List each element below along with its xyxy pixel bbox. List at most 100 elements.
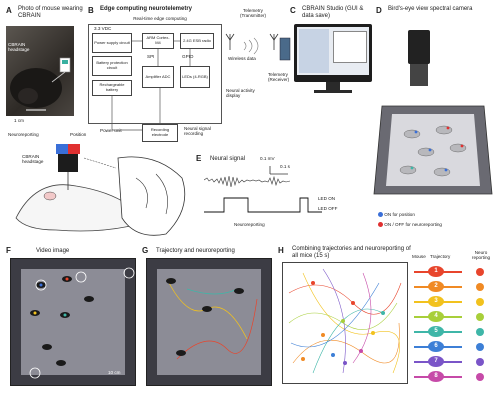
panel-c-label: C xyxy=(290,6,296,15)
power-unit-label: Power unit xyxy=(100,128,122,133)
mouse-key-row: 1 xyxy=(414,266,496,278)
mouse-neuroreporting-dot xyxy=(476,358,484,366)
legend-item-position: ON for position xyxy=(378,212,415,218)
panel-g-label: G xyxy=(142,246,149,255)
mouse-key-row: 7 xyxy=(414,356,496,368)
panel-b-title: Edge computing neurotelemetry xyxy=(100,6,193,12)
mouse-number-badge: 3 xyxy=(428,296,444,307)
mouse-number-badge: 5 xyxy=(428,326,444,337)
mouse-photo xyxy=(6,26,74,116)
gpio-label: GPIO xyxy=(182,54,194,59)
trajectory-arena xyxy=(146,258,272,386)
mouse-photo-graphic xyxy=(10,57,71,111)
telemetry-tx-label: Telemetry (Transmitter) xyxy=(239,8,267,19)
panel-h-title: Combining trajectories and neuroreportin… xyxy=(292,246,411,259)
circuit-frame xyxy=(88,24,222,124)
battery-protection-box: Battery protection circuit xyxy=(92,56,132,76)
legend-text-neuroreporting: ON / OFF for neuroreporting xyxy=(384,222,442,227)
panel-d-label: D xyxy=(376,6,382,15)
legend-dot-position xyxy=(378,212,383,218)
video-scale-label: 10 cm xyxy=(108,370,121,375)
wireless-data-label: Wireless data xyxy=(228,56,256,61)
panel-g-title: Trajectory and neuroreporting xyxy=(156,248,235,254)
panel-b-label: B xyxy=(88,6,94,15)
neural-activity-display-label: Neural activity display xyxy=(226,88,255,99)
col-trajectory-header: Trajectory xyxy=(430,254,451,259)
mouse-number-badge: 1 xyxy=(428,266,444,277)
led-on-label: LED ON xyxy=(318,196,336,201)
edge-computing-subtitle: Real-time edge computing xyxy=(133,16,187,21)
neural-signal-plot xyxy=(204,166,322,213)
trajectory-overlay xyxy=(166,278,258,360)
camera-lens xyxy=(410,64,428,86)
video-mice xyxy=(29,267,135,379)
power-supply-box: Power supply circuit xyxy=(92,33,132,53)
radio-box: 2.4G ESB radio xyxy=(180,33,214,49)
gui-screen xyxy=(297,27,369,75)
recording-electrode-box: Recording electrode xyxy=(142,124,178,142)
neural-signal-recording-label: Neural signal recording xyxy=(184,126,211,137)
mouse-neuroreporting-dot xyxy=(476,298,484,306)
scale-mv-label: 0.1 mV xyxy=(260,156,275,161)
leds-box: LEDs (4-RGB) xyxy=(180,66,210,88)
mouse-number-badge: 6 xyxy=(428,341,444,352)
mouse-number-badge: 2 xyxy=(428,281,444,292)
mouse-number-badge: 7 xyxy=(428,356,444,367)
mouse-neuroreporting-dot xyxy=(476,268,484,276)
panel-c-title: CBRAIN Studio (GUI & data save) xyxy=(302,6,364,19)
mouse-diagram xyxy=(15,144,186,236)
spi-label: SPI xyxy=(147,54,155,59)
panel-e-label: E xyxy=(196,154,202,163)
col-mouse-header: Mouse xyxy=(412,254,426,259)
panel-h-label: H xyxy=(278,246,284,255)
mouse-number-badge: 8 xyxy=(428,371,444,382)
telemetry-rx-label: Telemetry (Receiver) xyxy=(268,72,290,83)
mouse-key-row: 3 xyxy=(414,296,496,308)
legend-item-neuroreporting: ON / OFF for neuroreporting xyxy=(378,222,442,228)
monitor xyxy=(294,24,372,82)
combined-trajectories xyxy=(288,268,402,374)
combined-plot xyxy=(282,262,408,384)
mouse-key-row: 8 xyxy=(414,371,496,383)
panel-a-label: A xyxy=(6,6,12,15)
mouse-key-row: 6 xyxy=(414,341,496,353)
mouse-neuroreporting-dot xyxy=(476,343,484,351)
mouse-neuroreporting-dot xyxy=(476,373,484,381)
neuroreporting-label: Neuroreporting xyxy=(234,222,265,227)
vdc-label: 3.3 VDC xyxy=(94,26,112,31)
rechargeable-battery-box: Rechargeable battery xyxy=(92,80,132,96)
gui-panel-left xyxy=(299,29,329,73)
mouse-number-badge: 4 xyxy=(428,311,444,322)
mouse-key-row: 5 xyxy=(414,326,496,338)
trajectory-arena-floor xyxy=(156,269,262,375)
legend-text-position: ON for position xyxy=(384,212,415,217)
circuit-connections xyxy=(111,40,191,131)
scale-s-label: 0.1 s xyxy=(280,164,290,169)
mouse-neuroreporting-dot xyxy=(476,328,484,336)
wireless-antennas xyxy=(225,33,291,61)
mouse-neuroreporting-dot xyxy=(476,283,484,291)
col-neuro-header: Neuro reporting xyxy=(471,250,491,261)
monitor-stand xyxy=(326,82,340,90)
panel-d-title: Bird's-eye view spectral camera xyxy=(388,6,473,12)
panel-f-label: F xyxy=(6,246,11,255)
panel-f-title: Video image xyxy=(36,248,70,254)
panel-a-title: Photo of mouse wearing CBRAIN xyxy=(18,6,83,19)
mouse-key-row: 2 xyxy=(414,281,496,293)
monitor-base xyxy=(314,90,352,93)
diagram-headstage-label: CBRAIN headstage xyxy=(22,154,44,165)
mouse-neuroreporting-dot xyxy=(476,313,484,321)
headstage-photo-label: CBRAIN headstage xyxy=(8,42,30,53)
photo-scale-label: 1 cm xyxy=(14,118,24,123)
video-arena xyxy=(10,258,136,386)
panel-e-title: Neural signal xyxy=(210,156,246,162)
legend-dot-neuroreporting xyxy=(378,222,383,228)
mouse-key-row: 4 xyxy=(414,311,496,323)
diagram-neuroreporting-label: Neuroreporting xyxy=(8,132,39,137)
diagram-position-label: Position xyxy=(70,132,87,137)
gui-video-view xyxy=(333,31,367,63)
camera-body xyxy=(408,30,430,64)
arena-3d xyxy=(373,105,493,195)
led-off-label: LED OFF xyxy=(318,206,338,211)
arm-box: ARM Cortex-M4 xyxy=(142,33,174,49)
